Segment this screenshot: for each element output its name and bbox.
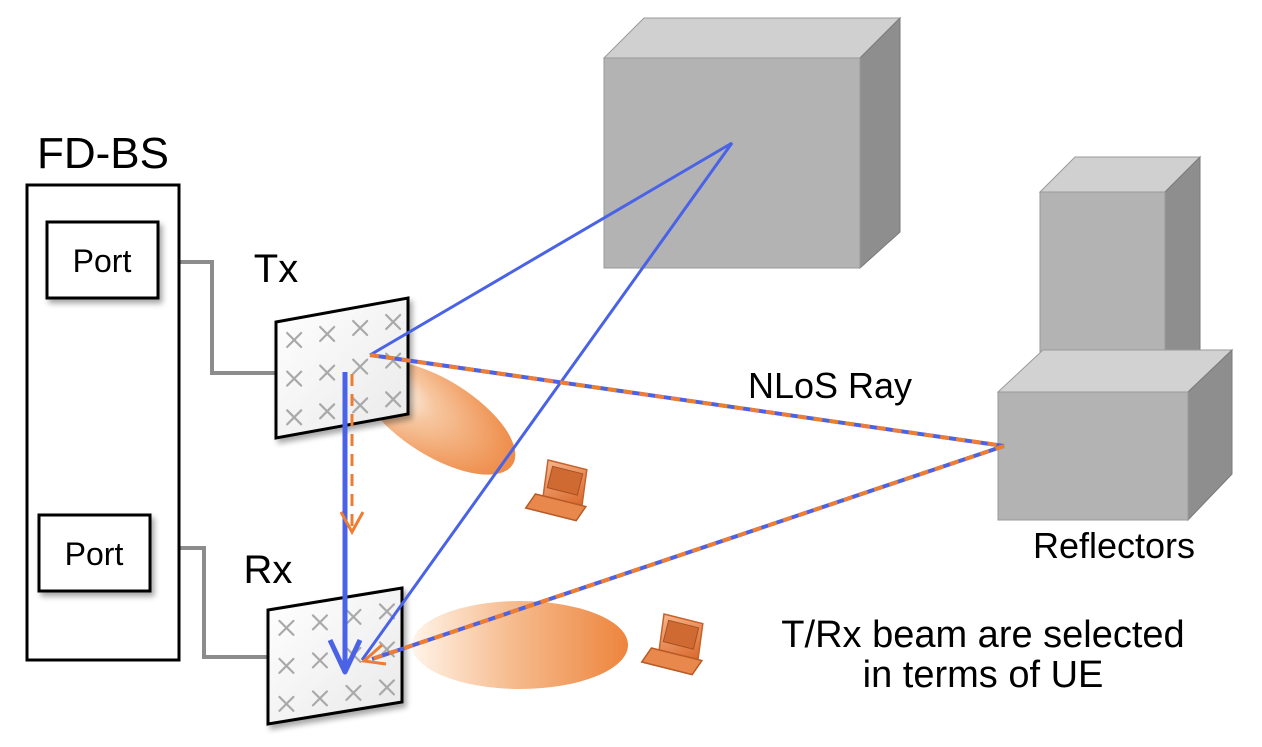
cross-element-icon xyxy=(311,690,329,707)
rx-beam-lobe xyxy=(412,601,628,689)
cross-element-icon xyxy=(278,619,295,636)
caption-line-1: T/Rx beam are selected xyxy=(781,614,1184,656)
cross-element-icon xyxy=(278,657,295,674)
cross-element-icon xyxy=(319,325,336,343)
cross-element-icon xyxy=(345,608,362,625)
cross-element-icon xyxy=(378,603,396,620)
rx-antenna-elements xyxy=(278,603,396,712)
port-box-top xyxy=(45,220,160,300)
cross-element-icon xyxy=(286,409,303,426)
cross-element-icon xyxy=(352,358,369,375)
tx-antenna-elements xyxy=(286,313,402,426)
cross-element-icon xyxy=(286,331,303,349)
tx-label: Tx xyxy=(254,247,298,291)
residual-leakage-arrow xyxy=(339,374,365,536)
cross-element-icon xyxy=(319,403,336,420)
cross-element-icon xyxy=(378,679,396,696)
cross-element-icon xyxy=(352,397,369,414)
port-box-bottom xyxy=(37,513,152,593)
cross-element-icon xyxy=(385,391,402,408)
ue-laptop-icon xyxy=(524,459,588,522)
port-bottom-label: Port xyxy=(65,536,124,572)
reflectors-label: Reflectors xyxy=(1033,525,1195,566)
cross-element-icon xyxy=(319,364,336,381)
reflector-building-base xyxy=(996,348,1234,522)
cross-element-icon xyxy=(286,370,303,387)
cross-element-icon xyxy=(385,313,402,331)
nlos-ray-label: NLoS Ray xyxy=(748,365,912,406)
cross-element-icon xyxy=(345,684,362,701)
cross-element-icon xyxy=(352,319,369,337)
cross-element-icon xyxy=(311,652,329,669)
cross-element-icon xyxy=(385,352,402,369)
caption-line-2: in terms of UE xyxy=(863,654,1104,696)
nlos-ray-reflector-to-rx xyxy=(360,444,1005,666)
rx-label: Rx xyxy=(244,548,293,592)
cross-element-icon xyxy=(311,614,329,631)
ue-laptop-icon-2 xyxy=(640,613,704,676)
fd-bs-label: FD-BS xyxy=(37,129,169,178)
los-ray-via-building xyxy=(360,141,734,661)
port-top-label: Port xyxy=(73,243,132,279)
wire-top xyxy=(158,260,276,375)
building-large xyxy=(602,16,902,270)
tx-antenna-panel xyxy=(274,296,410,440)
nlos-ray-tx-to-reflector xyxy=(369,353,1005,448)
cross-element-icon xyxy=(278,695,295,712)
